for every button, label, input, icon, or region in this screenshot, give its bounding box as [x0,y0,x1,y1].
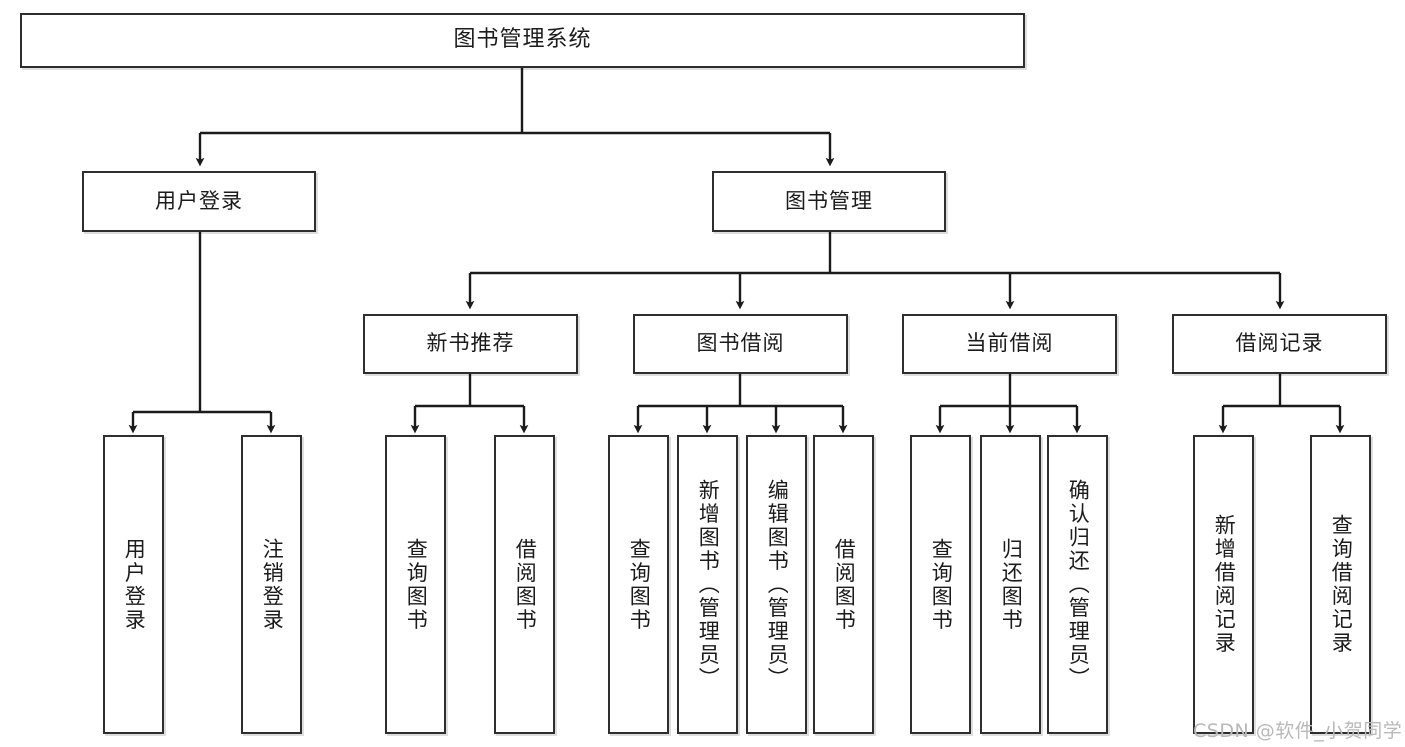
node-label: 新增借阅记录 [1212,514,1237,655]
node-label: 确认归还（管理员） [1066,478,1091,691]
node-label: 图书管理 [785,188,873,213]
node-label: 用户登录 [122,537,147,632]
node-book-borrow[interactable]: 图书借阅 [633,314,848,374]
node-label: 归还图书 [999,537,1024,632]
watermark-csdn: CSDN @软件_小贺同学 [1193,720,1403,742]
node-label: 新书推荐 [426,331,515,356]
node-label: 当前借阅 [965,331,1054,356]
leaf-add-book-admin[interactable]: 新增图书（管理员） [677,435,738,734]
leaf-return-book[interactable]: 归还图书 [980,435,1041,734]
leaf-add-borrow-record[interactable]: 新增借阅记录 [1193,435,1254,734]
node-book-management[interactable]: 图书管理 [712,171,946,232]
node-user-login[interactable]: 用户登录 [82,171,316,232]
node-label: 编辑图书（管理员） [765,478,790,691]
leaf-logout[interactable]: 注销登录 [241,435,302,734]
leaf-query-book-current[interactable]: 查询图书 [910,435,971,734]
leaf-user-login[interactable]: 用户登录 [103,435,164,734]
leaf-query-book-recommend[interactable]: 查询图书 [385,435,446,734]
node-label: 借阅图书 [513,537,538,632]
node-new-book-recommend[interactable]: 新书推荐 [363,314,578,374]
node-label: 注销登录 [260,537,285,632]
node-label: 查询图书 [627,537,652,632]
node-label: 借阅记录 [1235,331,1324,356]
leaf-confirm-return-admin[interactable]: 确认归还（管理员） [1047,435,1108,734]
leaf-query-borrow-record[interactable]: 查询借阅记录 [1310,435,1371,734]
node-label: 新增图书（管理员） [696,478,721,691]
node-borrow-record[interactable]: 借阅记录 [1172,314,1387,374]
node-root-library-system[interactable]: 图书管理系统 [20,13,1025,68]
node-label: 借阅图书 [832,537,857,632]
node-label: 查询图书 [929,537,954,632]
leaf-query-book-borrow[interactable]: 查询图书 [608,435,669,734]
node-label: 查询图书 [404,537,429,632]
leaf-borrow-book[interactable]: 借阅图书 [813,435,874,734]
node-label: 用户登录 [155,188,243,213]
node-label: 图书管理系统 [453,27,592,53]
leaf-edit-book-admin[interactable]: 编辑图书（管理员） [746,435,807,734]
node-label: 图书借阅 [696,331,785,356]
node-current-borrow[interactable]: 当前借阅 [902,314,1117,374]
node-label: 查询借阅记录 [1329,514,1354,655]
leaf-borrow-book-recommend[interactable]: 借阅图书 [494,435,555,734]
